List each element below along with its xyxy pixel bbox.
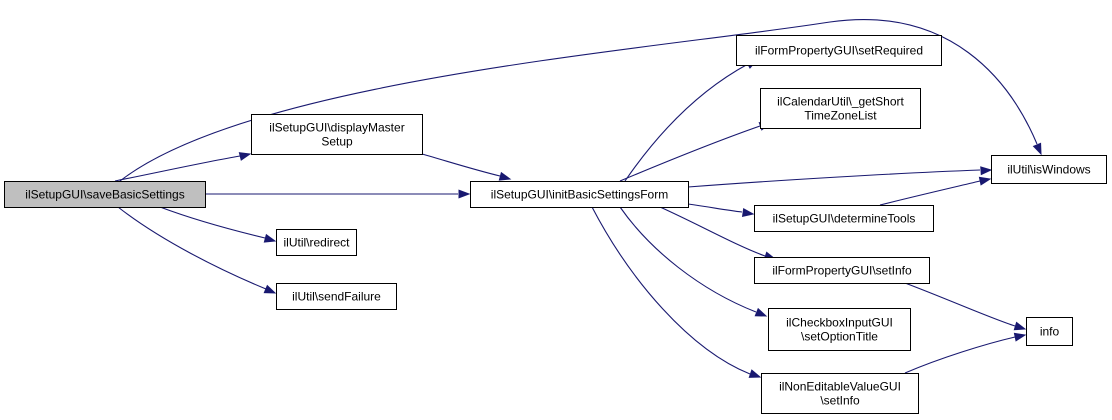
edge-line bbox=[114, 155, 241, 182]
edge-init-to-iswin bbox=[687, 166, 993, 188]
arrowhead-icon bbox=[748, 369, 762, 378]
edge-line bbox=[687, 203, 743, 213]
node-box[interactable] bbox=[754, 257, 930, 284]
arrowhead-icon bbox=[1013, 332, 1027, 342]
node-tools[interactable]: ilSetupGUI\determineTools bbox=[754, 205, 934, 232]
edge-line bbox=[591, 206, 751, 375]
edge-save-to-display bbox=[114, 152, 252, 182]
edge-line bbox=[117, 206, 267, 290]
edge-line bbox=[159, 206, 266, 239]
node-label: ilUtil\redirect bbox=[283, 236, 350, 250]
node-box[interactable] bbox=[736, 35, 942, 66]
edge-line bbox=[421, 153, 501, 177]
node-label: ilFormPropertyGUI\setRequired bbox=[755, 44, 923, 58]
node-box[interactable] bbox=[251, 114, 423, 155]
node-label: ilCheckboxInputGUI bbox=[786, 316, 893, 330]
node-box[interactable] bbox=[276, 229, 357, 256]
arrowhead-icon bbox=[978, 176, 992, 186]
edge-init-to-tz bbox=[619, 122, 772, 182]
arrowhead-icon bbox=[1032, 142, 1042, 156]
node-label: ilSetupGUI\determineTools bbox=[773, 212, 916, 226]
edge-save-to-init bbox=[205, 189, 471, 199]
node-label: ilSetupGUI\initBasicSettingsForm bbox=[491, 188, 668, 202]
node-setinfo[interactable]: ilFormPropertyGUI\setInfo bbox=[754, 257, 930, 284]
arrowhead-icon bbox=[238, 152, 252, 161]
arrowhead-icon bbox=[498, 171, 512, 181]
arrowhead-icon bbox=[754, 307, 768, 317]
edge-save-to-redirect bbox=[159, 206, 277, 243]
edge-save-to-sendfail bbox=[117, 206, 277, 294]
edge-line bbox=[659, 206, 766, 257]
edge-line bbox=[879, 180, 981, 206]
node-box[interactable] bbox=[760, 88, 921, 129]
arrowhead-icon bbox=[1013, 321, 1027, 331]
node-box[interactable] bbox=[4, 181, 206, 208]
node-redirect[interactable]: ilUtil\redirect bbox=[276, 229, 357, 256]
nodes-layer: ilSetupGUI\saveBasicSettings ilSetupGUI\d… bbox=[4, 35, 1107, 414]
node-label: ilFormPropertyGUI\setInfo bbox=[772, 264, 912, 278]
arrowhead-icon bbox=[263, 233, 277, 243]
node-box[interactable] bbox=[768, 308, 911, 351]
edge-init-to-nonedit bbox=[591, 206, 762, 378]
node-label: TimeZoneList bbox=[804, 109, 877, 123]
edge-init-to-setreq bbox=[624, 59, 759, 182]
arrowhead-icon bbox=[980, 166, 993, 176]
node-box[interactable] bbox=[991, 155, 1107, 184]
node-box[interactable] bbox=[470, 181, 689, 208]
node-label: \setOptionTitle bbox=[801, 330, 878, 344]
node-iswin[interactable]: ilUtil\isWindows bbox=[991, 155, 1107, 184]
edge-display-to-init bbox=[421, 153, 512, 181]
node-sendfail[interactable]: ilUtil\sendFailure bbox=[276, 283, 397, 310]
edge-nonedit-to-info bbox=[904, 332, 1027, 374]
node-label: info bbox=[1040, 325, 1060, 339]
edge-line bbox=[619, 206, 757, 313]
edge-init-to-chk bbox=[619, 206, 768, 317]
node-label: Setup bbox=[321, 135, 353, 149]
node-save[interactable]: ilSetupGUI\saveBasicSettings bbox=[4, 181, 206, 208]
node-label: ilSetupGUI\saveBasicSettings bbox=[25, 188, 184, 202]
node-label: ilCalendarUtil\_getShort bbox=[777, 95, 904, 109]
edge-init-to-tools bbox=[687, 203, 755, 218]
node-box[interactable] bbox=[276, 283, 397, 310]
node-setreq[interactable]: ilFormPropertyGUI\setRequired bbox=[736, 35, 942, 66]
edge-line bbox=[687, 169, 981, 188]
arrowhead-icon bbox=[263, 284, 277, 294]
edge-setinfo-to-info bbox=[904, 282, 1027, 331]
arrowhead-icon bbox=[458, 189, 471, 199]
edge-tools-to-iswin bbox=[879, 176, 992, 206]
edge-line bbox=[904, 336, 1016, 374]
node-box[interactable] bbox=[761, 373, 919, 414]
node-label: ilUtil\isWindows bbox=[1007, 163, 1090, 177]
node-label: ilUtil\sendFailure bbox=[292, 290, 381, 304]
edge-line bbox=[619, 125, 761, 182]
node-box[interactable] bbox=[1026, 317, 1073, 346]
arrowhead-icon bbox=[741, 208, 755, 218]
node-label: ilSetupGUI\displayMaster bbox=[269, 121, 404, 135]
node-nonedit[interactable]: ilNonEditableValueGUI\setInfo bbox=[761, 373, 919, 414]
node-label: ilNonEditableValueGUI bbox=[779, 380, 901, 394]
node-info[interactable]: info bbox=[1026, 317, 1073, 346]
node-init[interactable]: ilSetupGUI\initBasicSettingsForm bbox=[470, 181, 689, 208]
node-label: \setInfo bbox=[820, 394, 860, 408]
edge-line bbox=[624, 63, 749, 182]
node-chk[interactable]: ilCheckboxInputGUI\setOptionTitle bbox=[768, 308, 911, 351]
node-box[interactable] bbox=[754, 205, 934, 232]
edge-line bbox=[904, 282, 1016, 327]
